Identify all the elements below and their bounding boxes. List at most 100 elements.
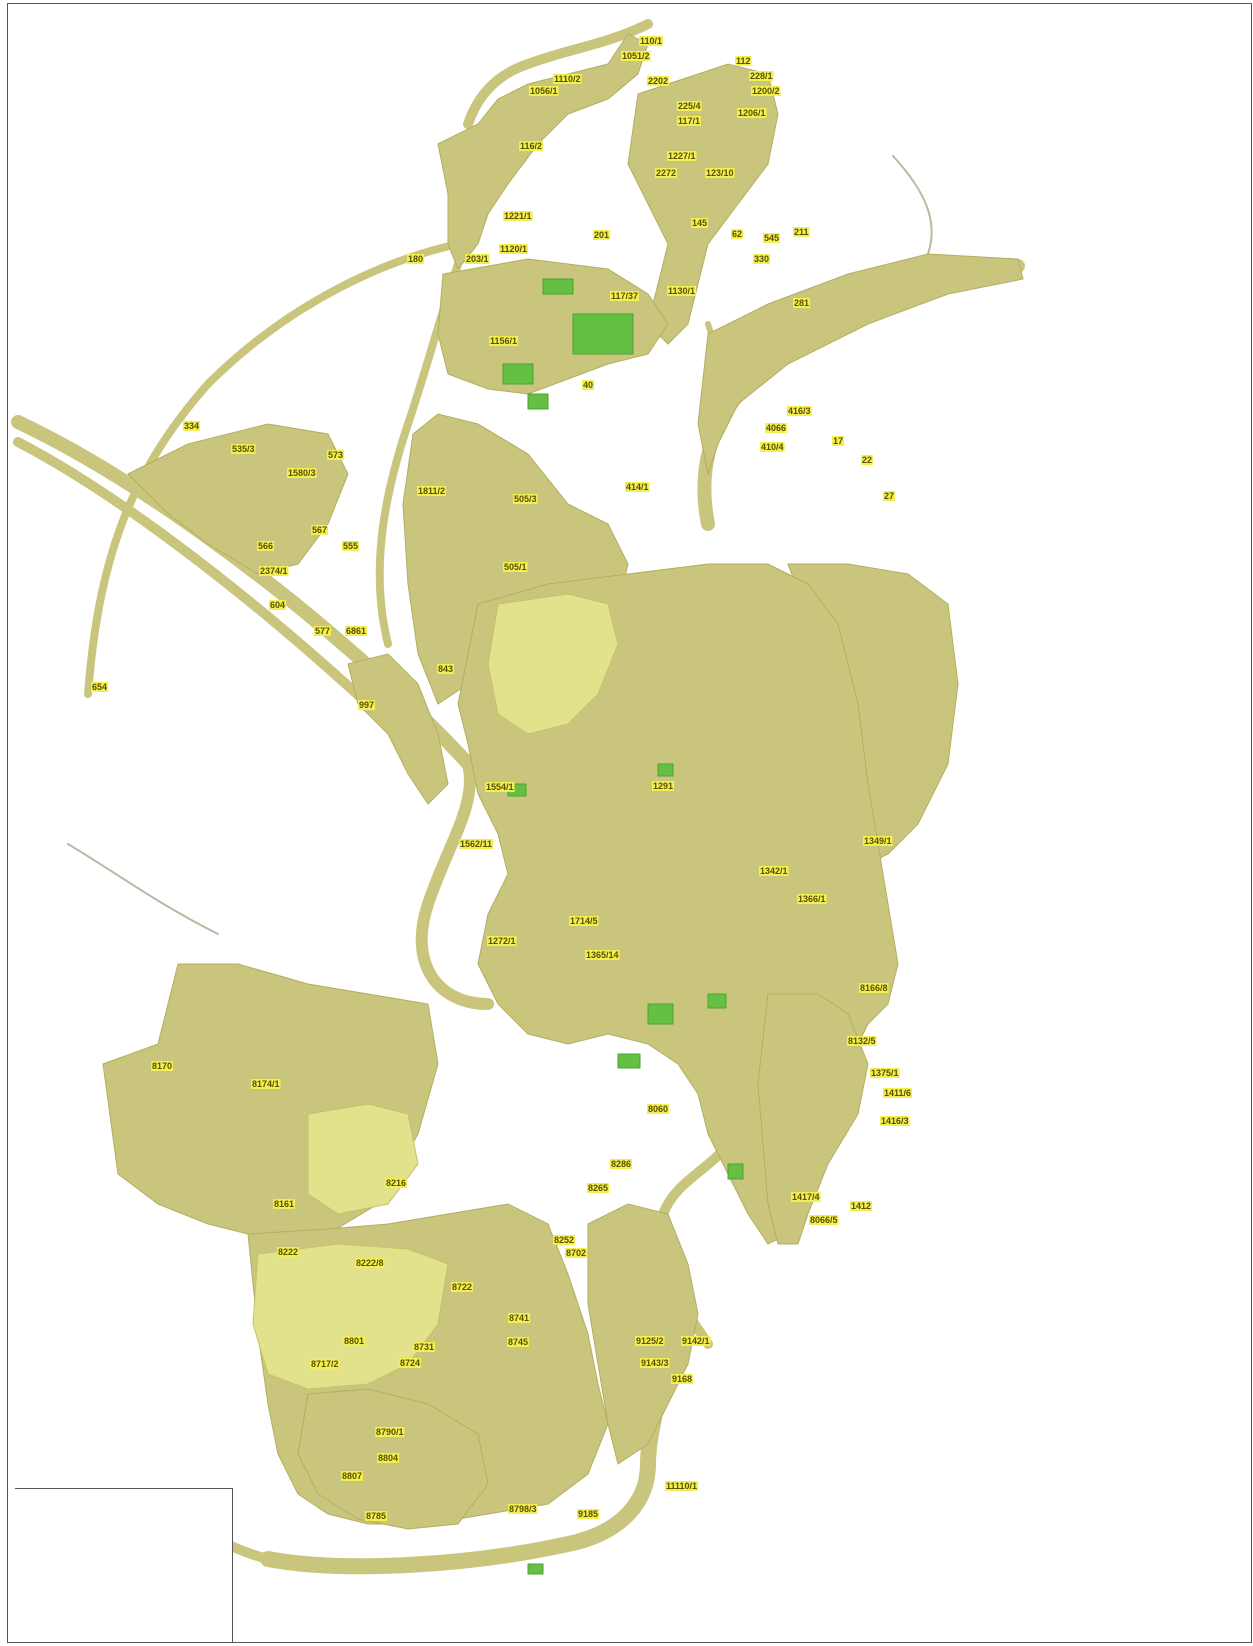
parcel-label[interactable]: 8798/3 bbox=[508, 1504, 538, 1514]
parcel-label[interactable]: 1227/1 bbox=[667, 151, 697, 161]
parcel-label[interactable]: 2272 bbox=[655, 168, 678, 178]
parcel-label[interactable]: 8166/8 bbox=[859, 983, 889, 993]
parcel-label[interactable]: 997 bbox=[358, 700, 376, 710]
parcel-label[interactable]: 17 bbox=[832, 436, 845, 446]
parcel-label[interactable]: 8222 bbox=[277, 1247, 300, 1257]
parcel-label[interactable]: 1365/14 bbox=[585, 950, 620, 960]
parcel-label[interactable]: 8174/1 bbox=[251, 1079, 281, 1089]
parcel-label[interactable]: 8722 bbox=[451, 1282, 474, 1292]
parcel-label[interactable]: 535/3 bbox=[231, 444, 256, 454]
parcel-label[interactable]: 2374/1 bbox=[259, 566, 289, 576]
parcel-label[interactable]: 1200/2 bbox=[751, 86, 781, 96]
parcel-label[interactable]: 8745 bbox=[507, 1337, 530, 1347]
parcel-label[interactable]: 1580/3 bbox=[287, 468, 317, 478]
parcel-label[interactable]: 145 bbox=[691, 218, 709, 228]
parcel-label[interactable]: 573 bbox=[327, 450, 345, 460]
parcel-label[interactable]: 8807 bbox=[341, 1471, 364, 1481]
parcel-label[interactable]: 9185 bbox=[577, 1509, 600, 1519]
parcel-label[interactable]: 1366/1 bbox=[797, 894, 827, 904]
parcel-label[interactable]: 1562/11 bbox=[459, 839, 494, 849]
parcel-label[interactable]: 330 bbox=[753, 254, 771, 264]
parcel-label[interactable]: 8216 bbox=[385, 1178, 408, 1188]
parcel-label[interactable]: 9168 bbox=[671, 1374, 694, 1384]
parcel-label[interactable]: 1416/3 bbox=[880, 1116, 910, 1126]
parcel-label[interactable]: 8785 bbox=[365, 1511, 388, 1521]
parcel-label[interactable]: 1056/1 bbox=[529, 86, 559, 96]
parcel-label[interactable]: 1417/4 bbox=[791, 1192, 821, 1202]
parcel-label[interactable]: 40 bbox=[582, 380, 595, 390]
parcel-label[interactable]: 8804 bbox=[377, 1453, 400, 1463]
parcel-label[interactable]: 117/37 bbox=[610, 291, 640, 301]
parcel-label[interactable]: 8801 bbox=[343, 1336, 366, 1346]
parcel-label[interactable]: 1221/1 bbox=[503, 211, 533, 221]
parcel-label[interactable]: 8790/1 bbox=[375, 1427, 405, 1437]
parcel-label[interactable]: 1156/1 bbox=[489, 336, 519, 346]
parcel-label[interactable]: 1291 bbox=[652, 781, 675, 791]
parcel-label[interactable]: 654 bbox=[91, 682, 109, 692]
parcel-label[interactable]: 555 bbox=[342, 541, 360, 551]
parcel-label[interactable]: 27 bbox=[883, 491, 896, 501]
parcel-label[interactable]: 505/1 bbox=[503, 562, 528, 572]
parcel-label[interactable]: 8717/2 bbox=[310, 1359, 340, 1369]
parcel-label[interactable]: 203/1 bbox=[465, 254, 490, 264]
parcel-label[interactable]: 334 bbox=[183, 421, 201, 431]
parcel-label[interactable]: 211 bbox=[793, 227, 810, 237]
parcel-label[interactable]: 8265 bbox=[587, 1183, 610, 1193]
parcel-label[interactable]: 8170 bbox=[151, 1061, 174, 1071]
parcel-label[interactable]: 8731 bbox=[413, 1342, 436, 1352]
parcel-label[interactable]: 545 bbox=[763, 233, 781, 243]
parcel-label[interactable]: 1375/1 bbox=[870, 1068, 900, 1078]
parcel-label[interactable]: 8222/8 bbox=[355, 1258, 385, 1268]
parcel-label[interactable]: 228/1 bbox=[749, 71, 774, 81]
parcel-label[interactable]: 180 bbox=[407, 254, 425, 264]
parcel-label[interactable]: 1342/1 bbox=[759, 866, 789, 876]
parcel-label[interactable]: 1714/5 bbox=[569, 916, 599, 926]
parcel-label[interactable]: 1411/6 bbox=[883, 1088, 913, 1098]
parcel-label[interactable]: 116/2 bbox=[519, 141, 544, 151]
parcel-label[interactable]: 1051/2 bbox=[621, 51, 651, 61]
parcel-label[interactable]: 11110/1 bbox=[665, 1481, 699, 1491]
parcel-label[interactable]: 8286 bbox=[610, 1159, 633, 1169]
parcel-label[interactable]: 8060 bbox=[647, 1104, 670, 1114]
parcel-label[interactable]: 1272/1 bbox=[487, 936, 517, 946]
parcel-label[interactable]: 281 bbox=[793, 298, 811, 308]
parcel-label[interactable]: 8724 bbox=[399, 1358, 422, 1368]
parcel-label[interactable]: 1130/1 bbox=[667, 286, 697, 296]
parcel-label[interactable]: 843 bbox=[437, 664, 455, 674]
parcel-label[interactable]: 2202 bbox=[647, 76, 670, 86]
parcel-label[interactable]: 604 bbox=[269, 600, 287, 610]
parcel-label[interactable]: 1349/1 bbox=[863, 836, 893, 846]
parcel-label[interactable]: 9142/1 bbox=[681, 1336, 711, 1346]
parcel-label[interactable]: 110/1 bbox=[639, 36, 664, 46]
parcel-label[interactable]: 22 bbox=[861, 455, 874, 465]
parcel-label[interactable]: 416/3 bbox=[787, 406, 812, 416]
parcel-label[interactable]: 4066 bbox=[765, 423, 788, 433]
parcel-label[interactable]: 9125/2 bbox=[635, 1336, 665, 1346]
parcel-label[interactable]: 505/3 bbox=[513, 494, 538, 504]
parcel-label[interactable]: 112 bbox=[735, 56, 752, 66]
parcel-label[interactable]: 414/1 bbox=[625, 482, 650, 492]
parcel-label[interactable]: 8741 bbox=[508, 1313, 531, 1323]
parcel-label[interactable]: 9143/3 bbox=[640, 1358, 670, 1368]
parcel-label[interactable]: 1412 bbox=[850, 1201, 873, 1211]
parcel-label[interactable]: 201 bbox=[593, 230, 611, 240]
parcel-label[interactable]: 6861 bbox=[345, 626, 368, 636]
parcel-label[interactable]: 567 bbox=[311, 525, 329, 535]
parcel-label[interactable]: 8161 bbox=[273, 1199, 296, 1209]
parcel-label[interactable]: 410/4 bbox=[760, 442, 785, 452]
parcel-label[interactable]: 123/10 bbox=[705, 168, 735, 178]
parcel-label[interactable]: 1554/1 bbox=[485, 782, 515, 792]
parcel-label[interactable]: 577 bbox=[314, 626, 332, 636]
parcel-label[interactable]: 1120/1 bbox=[499, 244, 529, 254]
parcel-label[interactable]: 8252 bbox=[553, 1235, 576, 1245]
parcel-label[interactable]: 8132/5 bbox=[847, 1036, 877, 1046]
parcel-label[interactable]: 225/4 bbox=[677, 101, 702, 111]
parcel-label[interactable]: 62 bbox=[731, 229, 744, 239]
parcel-label[interactable]: 8702 bbox=[565, 1248, 588, 1258]
parcel-label[interactable]: 117/1 bbox=[677, 116, 702, 126]
parcel-label[interactable]: 8066/5 bbox=[809, 1215, 839, 1225]
parcel-label[interactable]: 566 bbox=[257, 541, 275, 551]
parcel-label[interactable]: 1206/1 bbox=[737, 108, 767, 118]
